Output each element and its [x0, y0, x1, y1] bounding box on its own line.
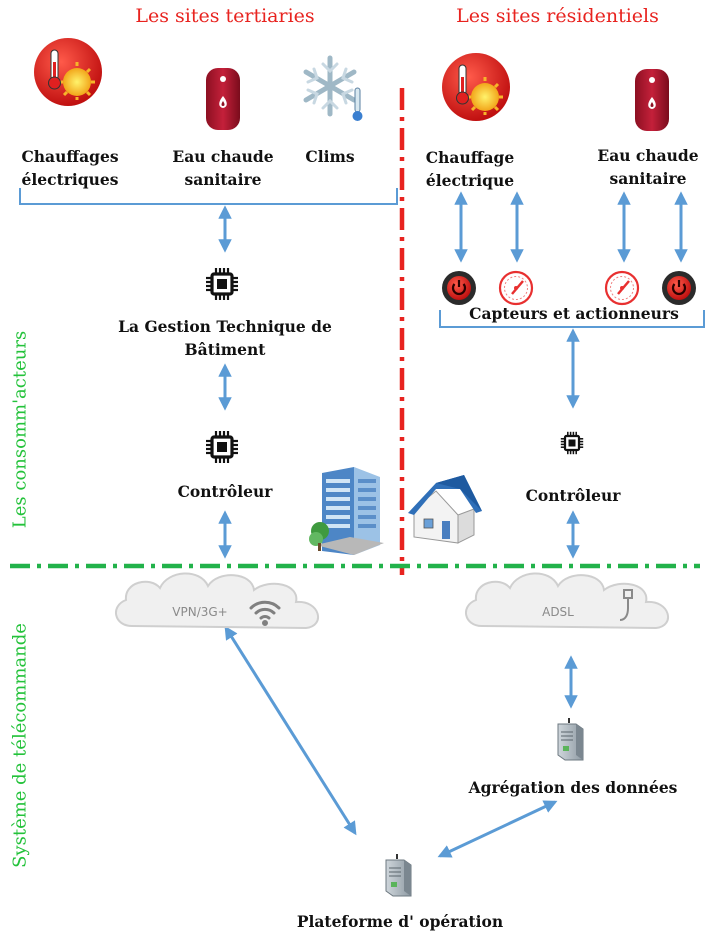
arrow-vpn-platform: [224, 625, 357, 836]
residential-title: Les sites résidentiels: [456, 5, 659, 27]
vpn-label: VPN/3G+: [172, 605, 228, 619]
tertiary-title: Les sites tertiaries: [135, 5, 315, 27]
platform-label: Plateforme d' opération: [296, 912, 504, 931]
power-button-icon: [440, 269, 478, 307]
wifi-icon: [249, 600, 281, 626]
server-icon: [557, 717, 584, 761]
chip-icon: [559, 430, 585, 456]
snowflake-icon: [303, 55, 363, 121]
chip-icon: [204, 266, 240, 302]
consumers-side-label: Les consomm'acteurs: [9, 330, 31, 529]
chip-icon: [204, 429, 240, 465]
adsl-label: ADSL: [542, 605, 574, 619]
server-icon: [385, 853, 412, 897]
gauge-icon: [604, 270, 640, 306]
tertiary-controller-label: Contrôleur: [177, 482, 273, 501]
house-icon: [408, 475, 482, 544]
tertiary-bracket: [19, 188, 398, 205]
tertiary-ac-label: Clims: [305, 147, 355, 166]
cable-icon: [619, 589, 633, 621]
residential-controller-label: Contrôleur: [525, 486, 621, 505]
water-heater-icon: [206, 68, 240, 130]
sensors-label: Capteurs et actionneurs: [469, 304, 679, 323]
power-button-icon: [660, 269, 698, 307]
office-building-icon: [309, 467, 384, 555]
gauge-icon: [498, 270, 534, 306]
thermostat-sun-icon: [440, 51, 512, 123]
arrow-aggregation-platform: [437, 800, 558, 858]
thermostat-sun-icon: [32, 36, 104, 108]
water-heater-icon: [635, 69, 669, 131]
aggregation-label: Agrégation des données: [468, 778, 678, 797]
remote-control-side-label: Système de télécommande: [9, 623, 31, 868]
residential-bracket: [439, 310, 705, 328]
